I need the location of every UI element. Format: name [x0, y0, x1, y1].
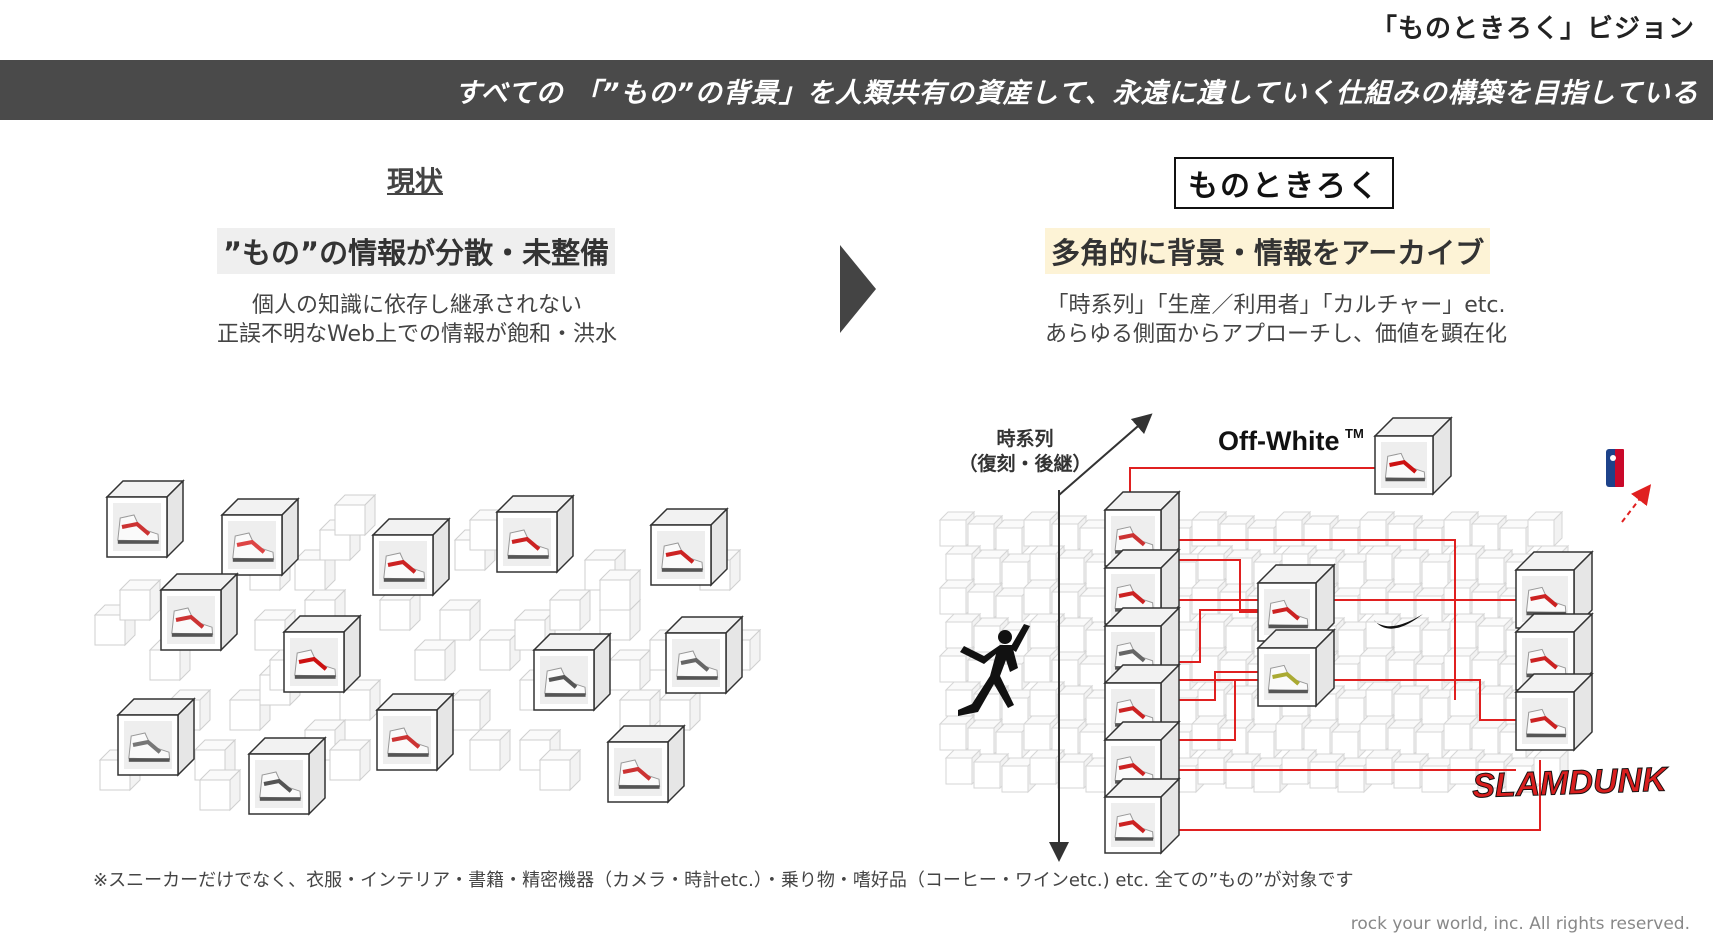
- brand-offwhite-tm: TM: [1345, 426, 1364, 441]
- timeline-sneaker-cube: [1103, 548, 1181, 626]
- background-cube: [618, 688, 662, 732]
- background-cube: [378, 588, 422, 632]
- background-cube: [538, 748, 582, 792]
- sneaker-cube: [664, 615, 744, 695]
- timeline-sneaker-cube: [1103, 777, 1181, 855]
- sneaker-cube: [495, 494, 575, 574]
- page-label: 「ものときろく」ビジョン: [1370, 14, 1695, 44]
- axis-label-line1: 時系列: [996, 428, 1053, 450]
- sneaker-cube: [105, 479, 185, 559]
- culture-sneaker-cube: [1514, 550, 1594, 630]
- sneaker-cube: [116, 697, 196, 777]
- background-cube: [198, 768, 242, 812]
- connection-line: [1161, 760, 1541, 831]
- background-cube: [118, 578, 162, 622]
- left-desc-line2: 正誤不明なWeb上での情報が飽和・洪水: [217, 322, 617, 347]
- background-cube: [448, 688, 492, 732]
- connection-line: [1161, 680, 1236, 741]
- left-subtitle: ”もの”の情報が分散・未整備: [217, 228, 616, 274]
- nba-dashed-arrow: [1621, 484, 1652, 523]
- sneaker-cube: [375, 692, 455, 772]
- culture-sneaker-cube: [1514, 672, 1594, 752]
- grid-cube: [1050, 718, 1088, 756]
- nba-logo: [1606, 449, 1624, 487]
- background-cube: [548, 588, 592, 632]
- brand-slamdunk: SLAMDUNK: [1472, 761, 1670, 806]
- grid-cube: [1364, 612, 1402, 650]
- sneaker-cube: [371, 517, 451, 597]
- archive-cube-grid: [938, 510, 1570, 794]
- sneaker-cube: [532, 632, 612, 712]
- background-cube: [658, 688, 702, 732]
- background-cube: [333, 493, 377, 537]
- connection-line: [1161, 671, 1258, 701]
- copyright: rock your world, inc. All rights reserve…: [1350, 914, 1690, 934]
- background-cube: [438, 598, 482, 642]
- right-desc-line1: 「時系列」「生産／利用者」「カルチャー」etc.: [1046, 293, 1506, 318]
- connection-line: [1161, 609, 1258, 663]
- left-description: 個人の知識に依存し継承されない 正誤不明なWeb上での情報が飽和・洪水: [117, 291, 717, 349]
- brand-offwhite: Off-White: [1218, 426, 1339, 456]
- chevron-right-icon: [840, 245, 876, 333]
- timeline-sneaker-cube: [1103, 490, 1181, 568]
- sneaker-cube: [159, 572, 239, 652]
- sneaker-cube: [220, 497, 300, 577]
- left-desc-line1: 個人の知識に依存し継承されない: [251, 293, 582, 318]
- sneaker-cube: [282, 614, 362, 694]
- vision-banner: すべての 「”もの”の背景」を人類共有の資産して、永遠に遺していく仕組みの構築を…: [0, 60, 1713, 120]
- background-cube: [608, 648, 652, 692]
- nike-sneaker-cube: [1256, 628, 1336, 708]
- nike-sneaker-cube: [1256, 563, 1336, 643]
- swoosh-logo: [1374, 614, 1423, 629]
- background-cube: [468, 728, 512, 772]
- right-desc-line2: あらゆる側面からアプローチし、価値を顕在化: [1044, 322, 1507, 347]
- right-subtitle: 多角的に背景・情報をアーカイブ: [1045, 228, 1491, 274]
- background-cube: [328, 738, 372, 782]
- right-title: ものときろく: [1174, 157, 1394, 209]
- footnote: ※スニーカーだけでなく、衣服・インテリア・書籍・精密機器（カメラ・時計etc.）…: [93, 870, 1354, 891]
- time-axis-diagonal: [1058, 413, 1153, 496]
- left-title: 現状: [386, 165, 443, 198]
- axis-label-line2: （復刻・後継）: [958, 452, 1091, 475]
- sneaker-cube: [247, 736, 327, 816]
- grid-cube: [1532, 748, 1570, 786]
- connection-line: [1161, 539, 1456, 700]
- item-cubes: [105, 416, 1594, 855]
- sneaker-cube: [649, 507, 729, 587]
- jumpman-logo: [958, 624, 1030, 716]
- background-cube: [478, 628, 522, 672]
- offwhite-sneaker-cube: [1373, 416, 1453, 496]
- right-description: 「時系列」「生産／利用者」「カルチャー」etc. あらゆる側面からアプローチし、…: [976, 291, 1576, 349]
- grid-cube: [944, 748, 982, 786]
- connection-line: [1161, 559, 1258, 613]
- background-cube: [598, 568, 642, 612]
- grid-cube: [1526, 510, 1564, 548]
- background-cube: [413, 638, 457, 682]
- sneaker-cube: [606, 724, 686, 804]
- banner-text: すべての 「”もの”の背景」を人類共有の資産して、永遠に遺していく仕組みの構築を…: [454, 77, 1699, 109]
